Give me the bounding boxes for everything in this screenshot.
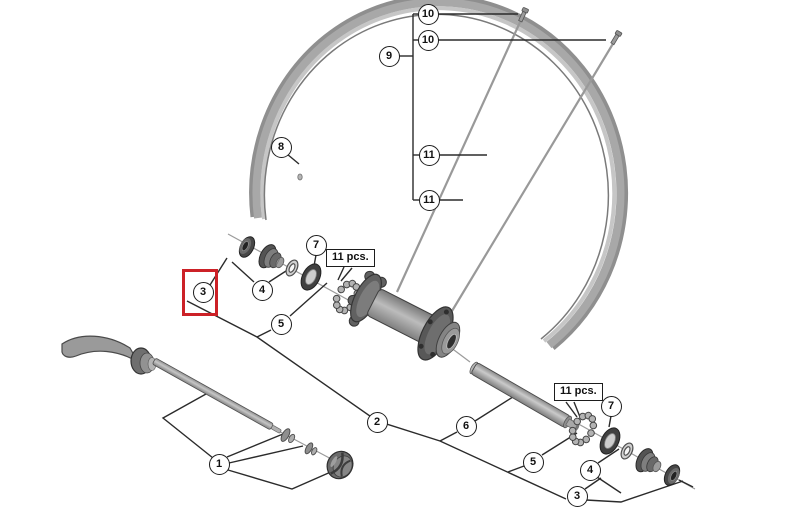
quick-release-skewer	[61, 335, 354, 480]
callout-10-second[interactable]: 10	[417, 29, 439, 51]
skewer-spring	[304, 442, 318, 456]
quantity-label-left: 11 pcs.	[326, 249, 375, 268]
qr-rod	[152, 358, 282, 434]
spoke	[451, 41, 615, 312]
callout-3-left[interactable]: 3	[192, 281, 214, 303]
callout-10-top[interactable]: 10	[417, 3, 439, 25]
washer-right	[620, 442, 634, 460]
dust-seal-right	[599, 427, 621, 455]
callout-5-left[interactable]: 5	[270, 313, 292, 335]
callout-4-right[interactable]: 4	[579, 459, 601, 481]
wheel-rim	[249, 0, 629, 350]
callout-11-lower[interactable]: 11	[418, 189, 440, 211]
callout-7-right[interactable]: 7	[600, 395, 622, 417]
skewer-spring	[280, 428, 296, 444]
washer-left	[285, 259, 299, 277]
callout-8[interactable]: 8	[270, 136, 292, 158]
axle-rod	[469, 361, 580, 432]
spoke-nipple-icon	[610, 30, 623, 46]
spoke	[395, 19, 523, 293]
lock-nut-right	[663, 464, 681, 486]
ball-bearing-retainer-right	[568, 411, 598, 447]
dust-seal-left	[300, 263, 322, 291]
skewer-end-nut	[326, 450, 354, 480]
callout-9[interactable]: 9	[378, 45, 400, 67]
callout-7-left[interactable]: 7	[305, 234, 327, 256]
cone-nut-right	[635, 448, 662, 473]
callout-1[interactable]: 1	[208, 453, 230, 475]
callout-6[interactable]: 6	[455, 415, 477, 437]
callout-5-right[interactable]: 5	[522, 451, 544, 473]
quantity-label-right: 11 pcs.	[554, 383, 603, 402]
callout-4-left[interactable]: 4	[251, 279, 273, 301]
valve-hole	[297, 173, 303, 181]
callout-2[interactable]: 2	[366, 411, 388, 433]
lock-nut-left	[238, 236, 256, 258]
spoke-nipple-icon	[518, 7, 529, 23]
spokes	[395, 7, 623, 312]
callout-3-right[interactable]: 3	[566, 485, 588, 507]
cone-nut-left	[258, 244, 285, 269]
highlight-box-red	[182, 269, 218, 316]
hub-shell	[347, 270, 461, 361]
qr-lever	[61, 335, 140, 364]
callout-11-upper[interactable]: 11	[418, 144, 440, 166]
